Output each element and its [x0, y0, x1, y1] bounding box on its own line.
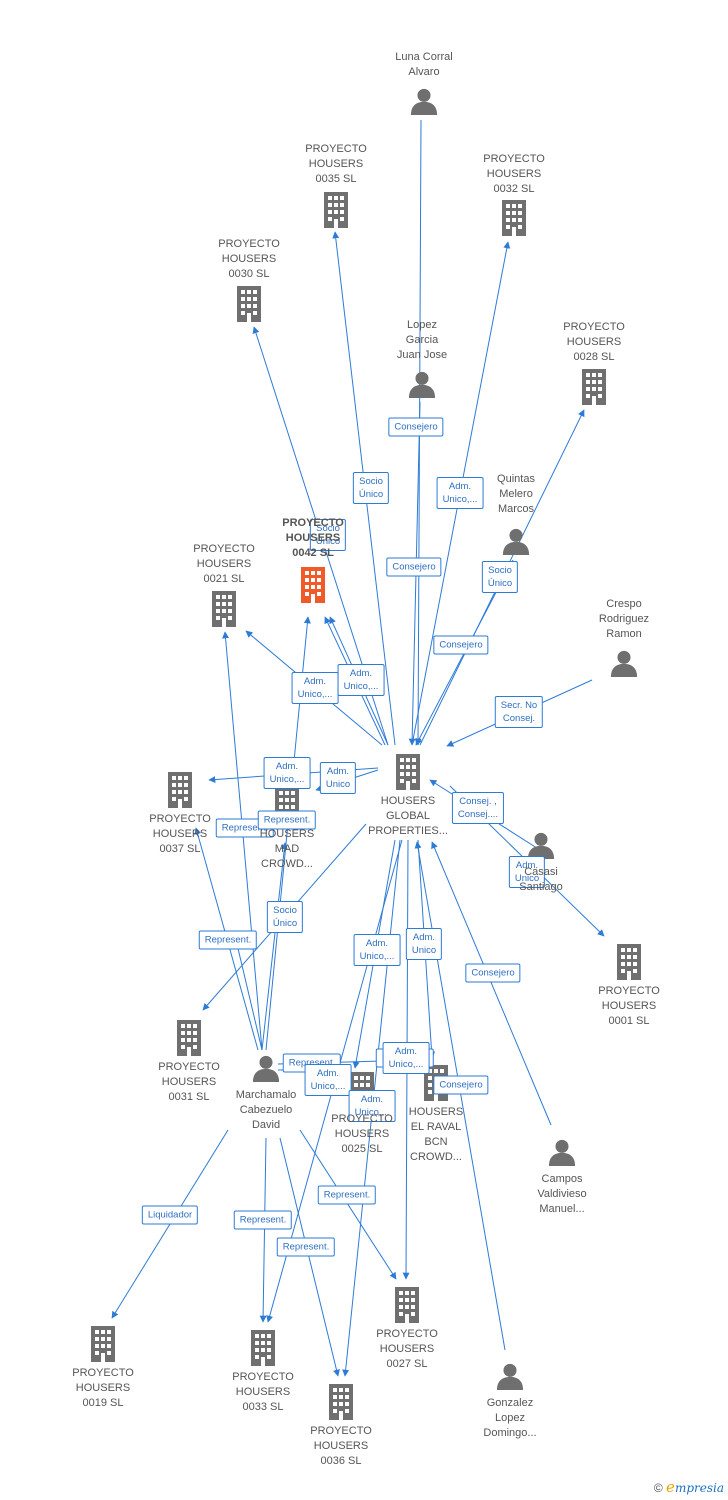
- logo-text: mpresia: [674, 1481, 724, 1495]
- node-label-p35[interactable]: PROYECTO HOUSERS 0035 SL: [305, 143, 367, 185]
- node-label-p27[interactable]: PROYECTO HOUSERS 0027 SL: [376, 1328, 438, 1370]
- building-icon[interactable]: [177, 1020, 201, 1056]
- node-label-mad[interactable]: HOUSERS MAD CROWD...: [259, 828, 315, 870]
- edge-label[interactable]: Represent.: [276, 1237, 336, 1257]
- node-label-quintas[interactable]: Quintas Melero Marcos: [497, 473, 535, 515]
- node-label-p21[interactable]: PROYECTO HOUSERS 0021 SL: [193, 543, 255, 585]
- node-label-campos[interactable]: Campos Valdivieso Manuel...: [537, 1173, 587, 1215]
- node-label-p28[interactable]: PROYECTO HOUSERS 0028 SL: [563, 321, 625, 363]
- node-label-lopez[interactable]: Lopez Garcia Juan Jose: [396, 319, 448, 361]
- person-icon[interactable]: [548, 1139, 576, 1166]
- edge-label[interactable]: Adm. Unico,...: [436, 477, 484, 509]
- edge-label[interactable]: Adm. Unico: [319, 762, 357, 794]
- copyright-symbol: ©: [653, 1481, 663, 1495]
- edge-march-p27: [299, 1129, 397, 1280]
- edge-march-p21: [222, 631, 263, 1051]
- building-icon[interactable]: [251, 1330, 275, 1366]
- person-icon[interactable]: [496, 1363, 524, 1390]
- node-label-march[interactable]: Marchamalo Cabezuelo David: [235, 1089, 297, 1131]
- person-icon[interactable]: [408, 371, 436, 398]
- edge-label[interactable]: Socio Único: [309, 519, 347, 551]
- edge-label[interactable]: Socio Único: [481, 561, 519, 593]
- building-icon[interactable]: [502, 200, 526, 236]
- building-icon[interactable]: [396, 754, 420, 790]
- node-label-p42[interactable]: PROYECTO HOUSERS 0042 SL: [282, 517, 344, 559]
- building-icon[interactable]: [91, 1326, 115, 1362]
- building-icon[interactable]: [395, 1287, 419, 1323]
- edge-label[interactable]: Consejero: [386, 557, 442, 577]
- building-icon[interactable]: [168, 772, 192, 808]
- edge-label[interactable]: Adm. Unico: [405, 928, 443, 960]
- empresia-logo: © empresia: [654, 1478, 724, 1496]
- edge-march-mad: [261, 842, 288, 1051]
- edge-march-p33: [259, 1137, 267, 1323]
- edge-label[interactable]: Adm. Unico,...: [337, 664, 385, 696]
- edge-label[interactable]: Represent.: [317, 1185, 377, 1205]
- node-label-p01[interactable]: PROYECTO HOUSERS 0001 SL: [598, 985, 660, 1027]
- node-label-luna[interactable]: Luna Corral Alvaro: [395, 51, 453, 78]
- edge-label[interactable]: Adm. Unico,...: [263, 757, 311, 789]
- edge-label[interactable]: Secr. No Consej.: [494, 696, 544, 728]
- edge-label[interactable]: Adm. Unico,...: [291, 672, 339, 704]
- edge-label[interactable]: Socio Único: [352, 472, 390, 504]
- edge-gonzalez-hgp: [414, 841, 506, 1351]
- node-label-p32[interactable]: PROYECTO HOUSERS 0032 SL: [483, 153, 545, 195]
- person-icon[interactable]: [610, 650, 638, 677]
- node-label-p36[interactable]: PROYECTO HOUSERS 0036 SL: [310, 1425, 372, 1467]
- building-icon[interactable]: [237, 286, 261, 322]
- node-label-casasi[interactable]: Casasi Santiago: [519, 866, 563, 893]
- logo-initial: e: [666, 1478, 675, 1496]
- edge-label[interactable]: Adm. Unico,...: [382, 1042, 430, 1074]
- node-label-p19[interactable]: PROYECTO HOUSERS 0019 SL: [72, 1367, 134, 1409]
- building-icon[interactable]: [329, 1384, 353, 1420]
- edge-label[interactable]: Adm. Unico,...: [304, 1064, 352, 1096]
- node-label-gonzalez[interactable]: Gonzalez Lopez Domingo...: [483, 1397, 537, 1439]
- edge-label[interactable]: Represent.: [257, 810, 317, 830]
- edge-label[interactable]: Consejero: [433, 635, 489, 655]
- edge-label[interactable]: Consej. , Consej....: [451, 792, 505, 824]
- edge-label[interactable]: Adm. Unico,...: [348, 1090, 396, 1122]
- edge-label[interactable]: Consejero: [388, 417, 444, 437]
- edge-label[interactable]: Represent.: [233, 1210, 293, 1230]
- edge-label[interactable]: Consejero: [433, 1075, 489, 1095]
- edge-label[interactable]: Represent.: [198, 930, 258, 950]
- edge-label[interactable]: Liquidador: [141, 1205, 199, 1225]
- node-label-crespo[interactable]: Crespo Rodriguez Ramon: [598, 598, 650, 640]
- building-icon[interactable]: [582, 369, 606, 405]
- edge-march-p36: [279, 1137, 340, 1377]
- node-label-hgp[interactable]: HOUSERS GLOBAL PROPERTIES...: [368, 795, 448, 837]
- building-icon[interactable]: [324, 192, 348, 228]
- person-icon[interactable]: [252, 1055, 280, 1082]
- building-icon[interactable]: [301, 567, 325, 603]
- edge-label[interactable]: Adm. Unico: [508, 856, 546, 888]
- node-label-p30[interactable]: PROYECTO HOUSERS 0030 SL: [218, 238, 280, 280]
- edge-campos-hgp: [431, 841, 552, 1126]
- edge-label[interactable]: Adm. Unico,...: [353, 934, 401, 966]
- node-label-p31[interactable]: PROYECTO HOUSERS 0031 SL: [158, 1061, 220, 1103]
- node-label-p37[interactable]: PROYECTO HOUSERS 0037 SL: [149, 813, 211, 855]
- node-label-p25[interactable]: PROYECTO HOUSERS 0025 SL: [331, 1113, 393, 1155]
- edge-march-p31: [234, 939, 263, 1051]
- person-icon[interactable]: [502, 528, 530, 555]
- edge-label[interactable]: Consejero: [465, 963, 521, 983]
- building-icon[interactable]: [212, 591, 236, 627]
- node-label-raval[interactable]: HOUSERS EL RAVAL BCN CROWD...: [408, 1106, 464, 1163]
- edge-label[interactable]: Socio Único: [266, 901, 304, 933]
- node-label-p33[interactable]: PROYECTO HOUSERS 0033 SL: [232, 1371, 294, 1413]
- person-icon[interactable]: [410, 88, 438, 115]
- building-icon[interactable]: [617, 944, 641, 980]
